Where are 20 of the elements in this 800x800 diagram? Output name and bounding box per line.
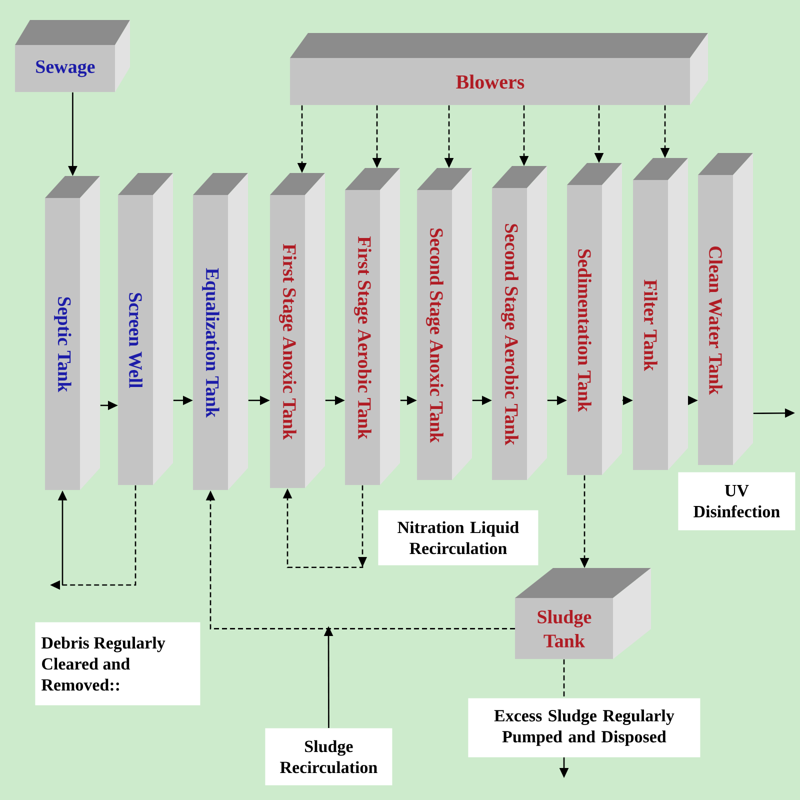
connector-line <box>563 659 565 698</box>
tank-block: Sewage <box>15 20 130 92</box>
tank-block: Septic Tank <box>45 176 100 490</box>
tank-block: Sludge Tank <box>515 568 651 659</box>
tank-block: Clean Water Tank <box>698 153 753 465</box>
blower-block: Blowers <box>290 33 708 105</box>
tank-block: Second Stage Aerobic Tank <box>492 166 547 480</box>
tank-block: Equalization Tank <box>193 173 248 490</box>
tank-block: Filter Tank <box>633 158 688 470</box>
text-box: Debris Regularly Cleared and Removed:: <box>35 622 200 706</box>
text-box: UV Disinfection <box>678 472 796 530</box>
tank-block: Sedimentation Tank <box>567 163 622 475</box>
text-box: Excess Sludge Regularly Pumped and Disposed <box>468 698 700 758</box>
arrow <box>282 485 367 568</box>
text-box: Sludge Recirculation <box>265 728 392 786</box>
tank-block: First Stage Aerobic Tank <box>345 168 400 485</box>
text-box: Nitration Liquid Recirculation <box>378 510 538 566</box>
tank-block: Second Stage Anoxic Tank <box>417 168 472 480</box>
tank-block: Screen Well <box>118 173 173 485</box>
tank-block: First Stage Anoxic Tank <box>270 173 325 488</box>
